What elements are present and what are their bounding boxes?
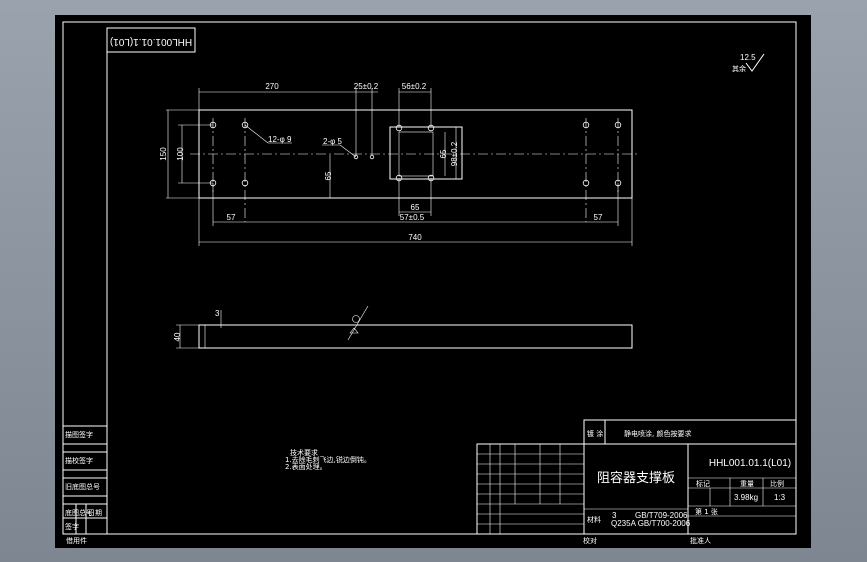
bottom-right-label: 批准人 — [690, 536, 711, 545]
notes-title: 技术要求 — [290, 448, 318, 457]
roughness-value: 12.5 — [740, 53, 756, 62]
drawing-number: HHL001.01.1(L01) — [709, 458, 791, 469]
dim-150: 150 — [159, 147, 168, 161]
dim-740: 740 — [408, 233, 422, 242]
col-header-0: 标记 — [696, 479, 710, 488]
scale: 1:3 — [774, 493, 786, 502]
thickness-value: 3 — [612, 511, 617, 520]
dim-65-bottom: 65 — [411, 203, 420, 212]
treatment-label: 镀 涂 — [587, 429, 603, 438]
code-box — [106, 27, 196, 53]
left-label-4: 签字 — [65, 522, 79, 531]
mirrored-code: HHL001.01.1(L01) — [110, 36, 192, 47]
dim-57-center: 57±0.5 — [400, 213, 425, 222]
chamfer-note: 3 — [215, 309, 220, 318]
technical-notes: 技术要求 1.去除毛刺飞边,锐边倒钝。 2.表面处理。 — [285, 448, 371, 471]
dim-25: 25±0.2 — [354, 82, 379, 91]
bottom-mid-label: 校对 — [583, 536, 597, 545]
notes-line1: 1.去除毛刺飞边,锐边倒钝。 — [285, 455, 371, 464]
left-sign-strip: 描图签字 描校签字 旧底图总号 底图总号 签字 日期 — [63, 425, 107, 534]
dim-100: 100 — [176, 147, 185, 161]
dim-65-vertical: 65 — [324, 171, 333, 180]
col-header-2: 比例 — [770, 479, 784, 488]
material-label: 材料 — [587, 515, 601, 524]
sheet-text: 第 1 张 — [695, 507, 718, 516]
left-label-1: 描校签字 — [65, 456, 93, 465]
dim-270: 270 — [265, 82, 279, 91]
std2: Q235A GB/T700-2006 — [611, 519, 691, 528]
roughness-symbol: 12.5 其余 — [732, 53, 765, 73]
top-view: 270 25±0.2 56±0.2 12-φ 9 2-φ 5 150 100 6… — [159, 82, 640, 246]
notes-line2: 2.表面处理。 — [285, 462, 327, 471]
col-header-1: 重量 — [740, 480, 754, 488]
dim-56: 56±0.2 — [402, 82, 427, 91]
drawing-border — [62, 21, 797, 535]
center-cutout-outline — [389, 126, 463, 180]
part-name: 阻容器支撑板 — [597, 470, 675, 486]
weight: 3.98kg — [734, 493, 758, 502]
left-label-5: 日期 — [88, 509, 102, 517]
welding-symbol — [347, 305, 369, 341]
left-label-0: 描图签字 — [65, 430, 93, 439]
dim-98: 98±0.2 — [450, 141, 459, 166]
dim-57-right: 57 — [594, 213, 603, 222]
small-hole — [353, 154, 359, 160]
small-hole — [369, 154, 375, 160]
side-profile — [198, 324, 633, 349]
bottom-left-label: 借用件 — [66, 536, 87, 545]
hole-callout-12: 12-φ 9 — [268, 135, 292, 144]
dim-57-left: 57 — [227, 213, 236, 222]
dim-65: 65 — [439, 149, 448, 158]
center-cutout-inner — [398, 131, 434, 177]
roughness-other-label: 其余 — [732, 64, 746, 73]
side-thickness: 40 — [173, 332, 182, 341]
sheet-background — [55, 15, 811, 548]
treatment-text: 静电喷涂, 颜色按要求 — [624, 429, 691, 438]
left-label-2: 旧底图总号 — [65, 482, 100, 491]
std1: GB/T709-2006 — [635, 511, 688, 520]
hole-callout-2: 2-φ 5 — [323, 137, 343, 146]
left-label-3: 底图总号 — [65, 508, 93, 517]
side-view: 40 3 — [173, 305, 633, 349]
title-block: 镀 涂 静电喷涂, 颜色按要求 阻容器支撑板 HHL001.01.1(L01) … — [476, 419, 797, 535]
main-title-block — [476, 443, 797, 535]
